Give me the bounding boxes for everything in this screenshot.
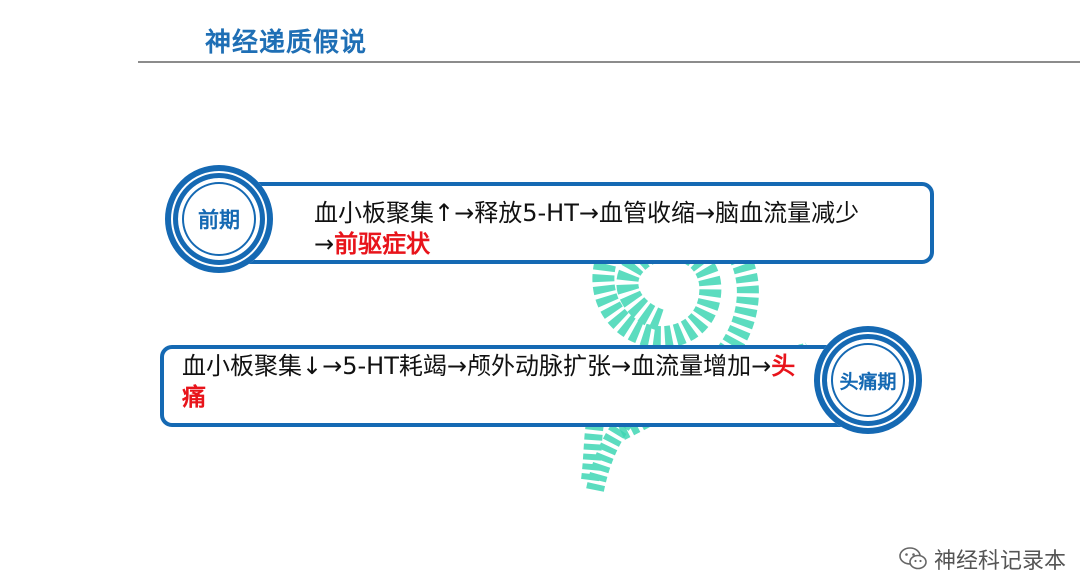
footer-source: 神经科记录本 <box>898 543 1066 575</box>
phase-text-prodrome-plain: 血小板聚集↑→释放5-HT→血管收缩→脑血流量减少→ <box>314 199 860 258</box>
footer-label: 神经科记录本 <box>933 549 1066 574</box>
phase-box-prodrome <box>222 182 934 264</box>
phase-text-prodrome: 血小板聚集↑→释放5-HT→血管收缩→脑血流量减少→前驱症状 <box>314 198 874 260</box>
phase-text-headache-plain: 血小板聚集↓→5-HT耗竭→颅外动脉扩张→血流量增加→ <box>182 352 772 380</box>
wechat-icon <box>899 547 927 570</box>
phase-badge-prodrome-label: 前期 <box>198 208 240 232</box>
page-title: 神经递质假说 <box>205 28 368 58</box>
phase-badge-prodrome: 前期 <box>165 165 273 273</box>
phase-badge-headache-label: 头痛期 <box>839 370 897 393</box>
title-divider <box>138 61 1080 63</box>
phase-badge-headache: 头痛期 <box>814 326 922 434</box>
phase-text-headache: 血小板聚集↓→5-HT耗竭→颅外动脉扩张→血流量增加→头痛 <box>182 351 812 413</box>
phase-box-headache <box>160 345 865 427</box>
phase-text-headache-highlight: 头痛 <box>182 352 796 411</box>
phase-text-prodrome-highlight: 前驱症状 <box>334 230 431 258</box>
